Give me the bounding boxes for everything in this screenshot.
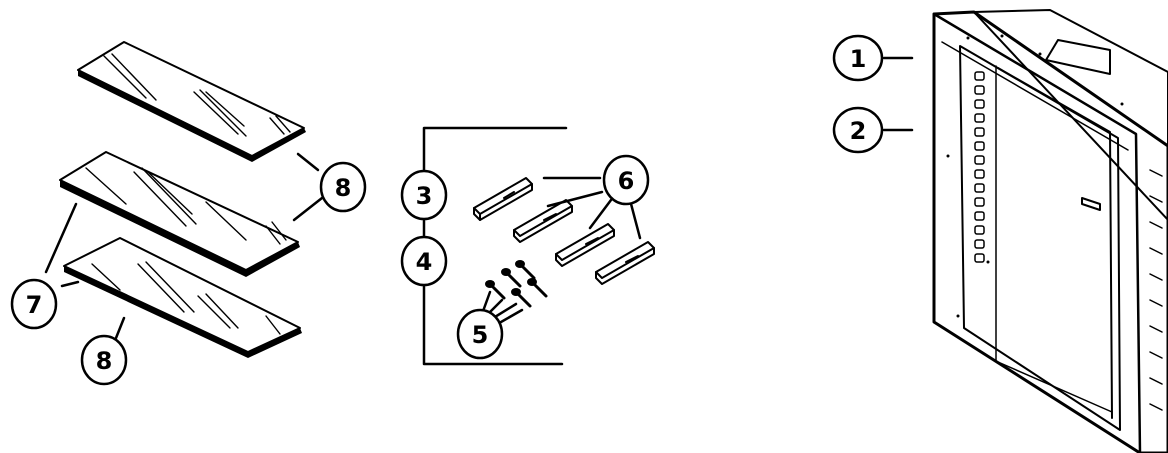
glass-shelf-bottom [63, 237, 302, 358]
kit-bracket-frame [422, 126, 568, 366]
screw-3 [515, 260, 536, 280]
callout-label: 3 [416, 182, 433, 210]
bracket-clip-4 [595, 241, 655, 285]
callout-label: 4 [416, 248, 433, 276]
medicine-cabinet-frame [932, 9, 1168, 453]
shelf-bracket-clips [473, 177, 655, 285]
screw-4 [511, 288, 532, 308]
cabinet-leader-lines [882, 56, 914, 132]
callout-2: 2 [832, 106, 884, 154]
glass-shelf-middle [59, 151, 300, 277]
callout-label: 7 [26, 291, 43, 319]
callout-label: 8 [335, 174, 352, 202]
callout-label: 5 [472, 321, 489, 349]
callout-3: 3 [400, 169, 448, 221]
screw-5 [527, 278, 548, 298]
callout-8-lower: 8 [80, 334, 128, 386]
bracket-clip-2 [513, 199, 573, 243]
bracket-clip-1 [473, 177, 533, 221]
callout-5: 5 [456, 308, 504, 360]
callout-1: 1 [832, 34, 884, 82]
callout-label: 2 [850, 117, 867, 145]
screw-1 [485, 280, 506, 300]
callout-8-upper: 8 [319, 161, 367, 213]
callout-label: 8 [96, 347, 113, 375]
callout-label: 6 [618, 167, 635, 195]
callout-label: 1 [850, 45, 867, 73]
screw-2 [501, 268, 522, 288]
callout-4: 4 [400, 235, 448, 287]
shelf-leader-lines [44, 152, 324, 340]
bracket-clip-3 [555, 223, 615, 267]
glass-shelf-top [77, 41, 306, 162]
callout-6: 6 [602, 154, 650, 206]
bracket-leader-lines [542, 176, 642, 240]
callout-7: 7 [10, 278, 58, 330]
mounting-screws [485, 260, 548, 308]
